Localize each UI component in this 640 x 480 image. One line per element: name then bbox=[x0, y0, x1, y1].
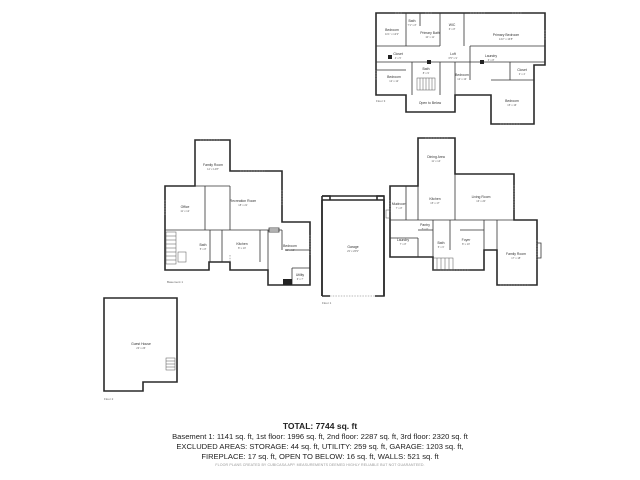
room-label: Garage bbox=[347, 245, 358, 249]
room-dimensions: 7'1" x 8' bbox=[408, 23, 417, 27]
room-label: Foyer bbox=[462, 238, 472, 242]
disclaimer: FLOOR PLANS CREATED BY CUBICASA APP. MEA… bbox=[215, 463, 425, 467]
room-dimensions: 15' x 16' bbox=[507, 103, 517, 107]
guest-house-plan: Guest House 23' x 26' Floor 2 bbox=[103, 297, 178, 401]
floor-label: Basement 1 bbox=[167, 280, 183, 284]
area-summary: TOTAL: 7744 sq. ft Basement 1: 1141 sq. … bbox=[0, 421, 640, 469]
room-label: Bedroom bbox=[385, 28, 399, 32]
room-dimensions: 12' x 12' bbox=[389, 79, 399, 83]
room-label: Bath bbox=[438, 241, 445, 245]
room-label: Family Room bbox=[506, 252, 526, 256]
room-label: Laundry bbox=[397, 238, 410, 242]
room-label: Utility bbox=[296, 273, 305, 277]
room-label: Kitchen bbox=[429, 197, 440, 201]
room-dimensions: 11' x 12' bbox=[180, 209, 190, 213]
room-label: Loft bbox=[450, 52, 456, 56]
room-dimensions: 7' x 8' bbox=[400, 242, 407, 246]
room-dimensions: 5' x 8' bbox=[200, 247, 207, 251]
room-label: Bath bbox=[409, 19, 416, 23]
room-dimensions: 15' x 17' bbox=[430, 201, 440, 205]
room-label: Bedroom bbox=[387, 75, 401, 79]
room-dimensions: 14' x 14'8" bbox=[207, 167, 219, 171]
room-dimensions: 8' x 10' bbox=[238, 246, 247, 250]
room-dimensions: 6' x 8' bbox=[488, 58, 495, 62]
room-dimensions: 6' x 8' bbox=[449, 27, 456, 31]
room-label: Bath bbox=[423, 67, 430, 71]
room-label: Family Room bbox=[203, 163, 223, 167]
room-label: Living Room bbox=[472, 195, 491, 199]
room-dimensions: 11' x 12' bbox=[285, 248, 295, 252]
room-dimensions: 5' x 6' bbox=[438, 245, 445, 249]
floor-plan-drawing: Bedroom 11'1" x 12'3" Bath 7'1" x 8' Pri… bbox=[103, 12, 546, 401]
room-dimensions: 8' x 10' bbox=[462, 242, 471, 246]
room-label: Bedroom bbox=[283, 244, 297, 248]
room-dimensions: 6'5" x 9' bbox=[449, 56, 458, 60]
room-dimensions: 6' x 7' bbox=[297, 277, 304, 281]
excluded-areas-continued: FIREPLACE: 17 sq. ft, OPEN TO BELOW: 16 … bbox=[201, 452, 439, 461]
room-label: Closet bbox=[393, 52, 403, 56]
garage-plan: Garage 23' x 26'9" Floor 1 bbox=[321, 195, 385, 305]
excluded-areas: EXCLUDED AREAS: STORAGE: 44 sq. ft, UTIL… bbox=[176, 442, 464, 451]
floor-areas: Basement 1: 1141 sq. ft, 1st floor: 1996… bbox=[172, 432, 468, 441]
room-dimensions: 3' x 4' bbox=[519, 72, 526, 76]
basement-plan: Family Room 14' x 14'8" Office 11' x 12'… bbox=[164, 139, 311, 286]
room-dimensions: 17' x 18' bbox=[511, 256, 521, 260]
room-dimensions: 5' x 6' bbox=[422, 227, 429, 231]
room-label: Bedroom bbox=[505, 99, 519, 103]
room-label: Kitchen bbox=[236, 242, 247, 246]
room-label: Office bbox=[181, 205, 190, 209]
room-label: WIC bbox=[449, 23, 456, 27]
room-dimensions: 14'2" x 16'8" bbox=[499, 37, 513, 41]
room-dimensions: 23' x 26' bbox=[136, 346, 146, 350]
room-label: Primary Bedroom bbox=[493, 33, 520, 37]
room-label: Closet bbox=[517, 68, 527, 72]
floor-label: Floor 3 bbox=[376, 99, 386, 103]
room-dimensions: 18' x 21' bbox=[238, 203, 248, 207]
total-area: TOTAL: 7744 sq. ft bbox=[282, 421, 358, 431]
room-label: Dining Area bbox=[427, 155, 445, 159]
room-dimensions: 4' x 5' bbox=[395, 56, 402, 60]
room-label: Primary Bath bbox=[420, 31, 440, 35]
room-dimensions: 10' x 11' bbox=[425, 35, 435, 39]
room-dimensions: 12' x 13' bbox=[457, 77, 467, 81]
room-label: Open to Below bbox=[419, 101, 442, 105]
room-dimensions: 7' x 8' bbox=[396, 206, 403, 210]
room-label: Recreation Room bbox=[230, 199, 257, 203]
room-label: Pantry bbox=[420, 223, 430, 227]
floor-label: Floor 1 bbox=[322, 301, 332, 305]
room-dimensions: 11'1" x 12'3" bbox=[385, 32, 399, 36]
first-floor-plan: Dining Area 11' x 14' Mudroom 7' x 8' Ki… bbox=[385, 137, 542, 286]
room-dimensions: 23' x 26'9" bbox=[347, 249, 359, 253]
third-floor-plan: Bedroom 11'1" x 12'3" Bath 7'1" x 8' Pri… bbox=[375, 12, 546, 125]
room-dimensions: 16' x 20' bbox=[476, 199, 486, 203]
room-dimensions: 11' x 14' bbox=[431, 159, 441, 163]
floor-label: Floor 2 bbox=[104, 397, 114, 401]
room-label: Bath bbox=[200, 243, 207, 247]
room-dimensions: 8' x 9' bbox=[423, 71, 430, 75]
room-label: Laundry bbox=[485, 54, 498, 58]
room-label: Mudroom bbox=[392, 202, 406, 206]
room-label: Guest House bbox=[131, 342, 151, 346]
room-label: Bedroom bbox=[455, 73, 469, 77]
